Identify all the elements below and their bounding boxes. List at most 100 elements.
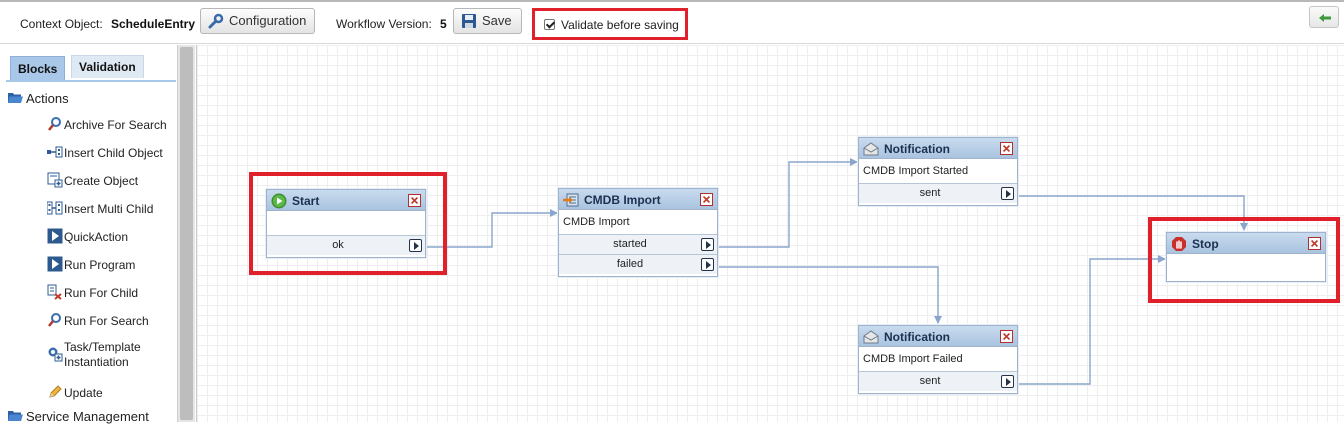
block-header[interactable]: Stop <box>1167 233 1325 254</box>
save-button[interactable]: Save <box>453 8 522 34</box>
output-connector-icon[interactable] <box>1001 375 1014 388</box>
output-connector-icon[interactable] <box>1001 187 1014 200</box>
configuration-button[interactable]: Configuration <box>200 8 315 34</box>
block-header[interactable]: CMDB Import <box>559 189 717 210</box>
block-start[interactable]: Start ok <box>266 189 426 258</box>
stop-hand-icon <box>1172 237 1186 251</box>
output-connector-icon[interactable] <box>701 258 714 271</box>
scrollbar-thumb[interactable] <box>180 47 193 420</box>
block-title: Start <box>292 194 320 208</box>
block-item-label: Create Object <box>64 174 139 188</box>
close-icon[interactable] <box>408 194 421 207</box>
block-title: CMDB Import <box>584 193 661 207</box>
block-item-archive-for-search[interactable]: Archive For Search <box>47 116 167 132</box>
output-connector-icon[interactable] <box>701 238 714 251</box>
block-item-label: Update <box>64 386 103 400</box>
block-title: Notification <box>884 330 950 344</box>
validate-label[interactable]: Validate before saving <box>561 18 679 32</box>
block-stop[interactable]: Stop <box>1166 232 1326 282</box>
block-cmdb-import[interactable]: CMDB Import CMDB Import started failed <box>558 188 718 277</box>
run-for-search-icon <box>48 313 61 327</box>
block-item-label: Insert Multi Child <box>64 202 154 216</box>
run-for-child-icon <box>47 284 62 300</box>
close-icon[interactable] <box>1308 237 1321 250</box>
block-item-insert-multi-child[interactable]: Insert Multi Child <box>47 200 153 216</box>
arrow-left-icon <box>1319 14 1331 22</box>
block-item-label: Run For Child <box>64 286 139 300</box>
run-program-icon <box>47 256 63 272</box>
collapse-panel-button[interactable] <box>1309 6 1339 28</box>
folder-label: Service Management <box>26 409 149 424</box>
task-template-icon <box>48 347 63 362</box>
close-icon[interactable] <box>1000 142 1013 155</box>
output-label: sent <box>919 187 941 199</box>
block-notification-started[interactable]: Notification CMDB Import Started sent <box>858 137 1018 206</box>
block-description: CMDB Import <box>563 216 630 228</box>
import-icon <box>563 193 579 207</box>
blocks-panel: Blocks Validation Actions Archive For Se… <box>0 45 196 424</box>
validate-checkbox[interactable] <box>544 19 555 30</box>
output-label: started <box>613 238 647 250</box>
block-header[interactable]: Notification <box>859 138 1017 159</box>
workflow-version-label: Workflow Version: <box>336 17 432 31</box>
wrench-icon <box>208 13 224 29</box>
configuration-label: Configuration <box>229 13 307 28</box>
block-output-sent: sent <box>859 371 1017 391</box>
output-label: sent <box>919 375 941 387</box>
tab-underline <box>6 80 176 82</box>
output-connector-icon[interactable] <box>409 239 422 252</box>
insert-child-icon <box>47 146 63 158</box>
close-icon[interactable] <box>700 193 713 206</box>
tab-validation[interactable]: Validation <box>71 55 144 78</box>
block-description <box>1167 254 1325 278</box>
panel-scrollbar[interactable] <box>177 45 195 422</box>
block-description: CMDB Import Failed <box>863 353 963 365</box>
toolbar: Context Object: ScheduleEntry Configurat… <box>0 0 1344 44</box>
block-item-run-program[interactable]: Run Program <box>47 256 135 272</box>
envelope-icon <box>863 142 879 156</box>
output-label: ok <box>332 239 344 251</box>
output-label: failed <box>616 258 644 270</box>
save-label: Save <box>482 13 512 28</box>
context-object-value: ScheduleEntry <box>111 17 196 31</box>
block-description: CMDB Import Started <box>863 165 969 177</box>
block-output-started: started <box>559 234 717 254</box>
folder-open-icon <box>8 411 23 421</box>
quick-action-icon <box>47 228 63 244</box>
block-description <box>267 211 425 235</box>
block-notification-failed[interactable]: Notification CMDB Import Failed sent <box>858 325 1018 394</box>
floppy-disk-icon <box>462 14 476 28</box>
pencil-icon <box>49 385 62 398</box>
block-item-label-line2: Instantiation <box>64 355 129 369</box>
block-output-ok: ok <box>267 235 425 255</box>
block-item-insert-child-object[interactable]: Insert Child Object <box>47 144 163 160</box>
context-object-label: Context Object: <box>20 17 103 31</box>
block-item-run-for-search[interactable]: Run For Search <box>47 312 149 328</box>
block-item-create-object[interactable]: Create Object <box>47 172 138 188</box>
tab-blocks[interactable]: Blocks <box>10 56 66 81</box>
block-header[interactable]: Notification <box>859 326 1017 347</box>
block-item-run-for-child[interactable]: Run For Child <box>47 284 138 300</box>
block-title: Notification <box>884 142 950 156</box>
block-item-update[interactable]: Update <box>47 384 103 400</box>
block-output-sent: sent <box>859 183 1017 203</box>
workflow-version-value: 5 <box>440 17 447 31</box>
block-item-label: Archive For Search <box>64 118 167 132</box>
block-item-label: Insert Child Object <box>64 146 163 160</box>
archive-search-icon <box>48 117 61 131</box>
block-item-quickaction[interactable]: QuickAction <box>47 228 128 244</box>
block-item-label: Run For Search <box>64 314 149 328</box>
folder-actions[interactable]: Actions <box>8 91 69 106</box>
block-header[interactable]: Start <box>267 190 425 211</box>
validate-before-saving-highlight: Validate before saving <box>532 8 688 40</box>
block-item-label: Task/Template <box>64 340 141 354</box>
block-item-label: QuickAction <box>64 230 129 244</box>
folder-label: Actions <box>26 91 69 106</box>
block-output-failed: failed <box>559 254 717 274</box>
block-item-label: Run Program <box>64 258 136 272</box>
close-icon[interactable] <box>1000 330 1013 343</box>
folder-service-management[interactable]: Service Management <box>8 409 149 424</box>
envelope-icon <box>863 330 879 344</box>
